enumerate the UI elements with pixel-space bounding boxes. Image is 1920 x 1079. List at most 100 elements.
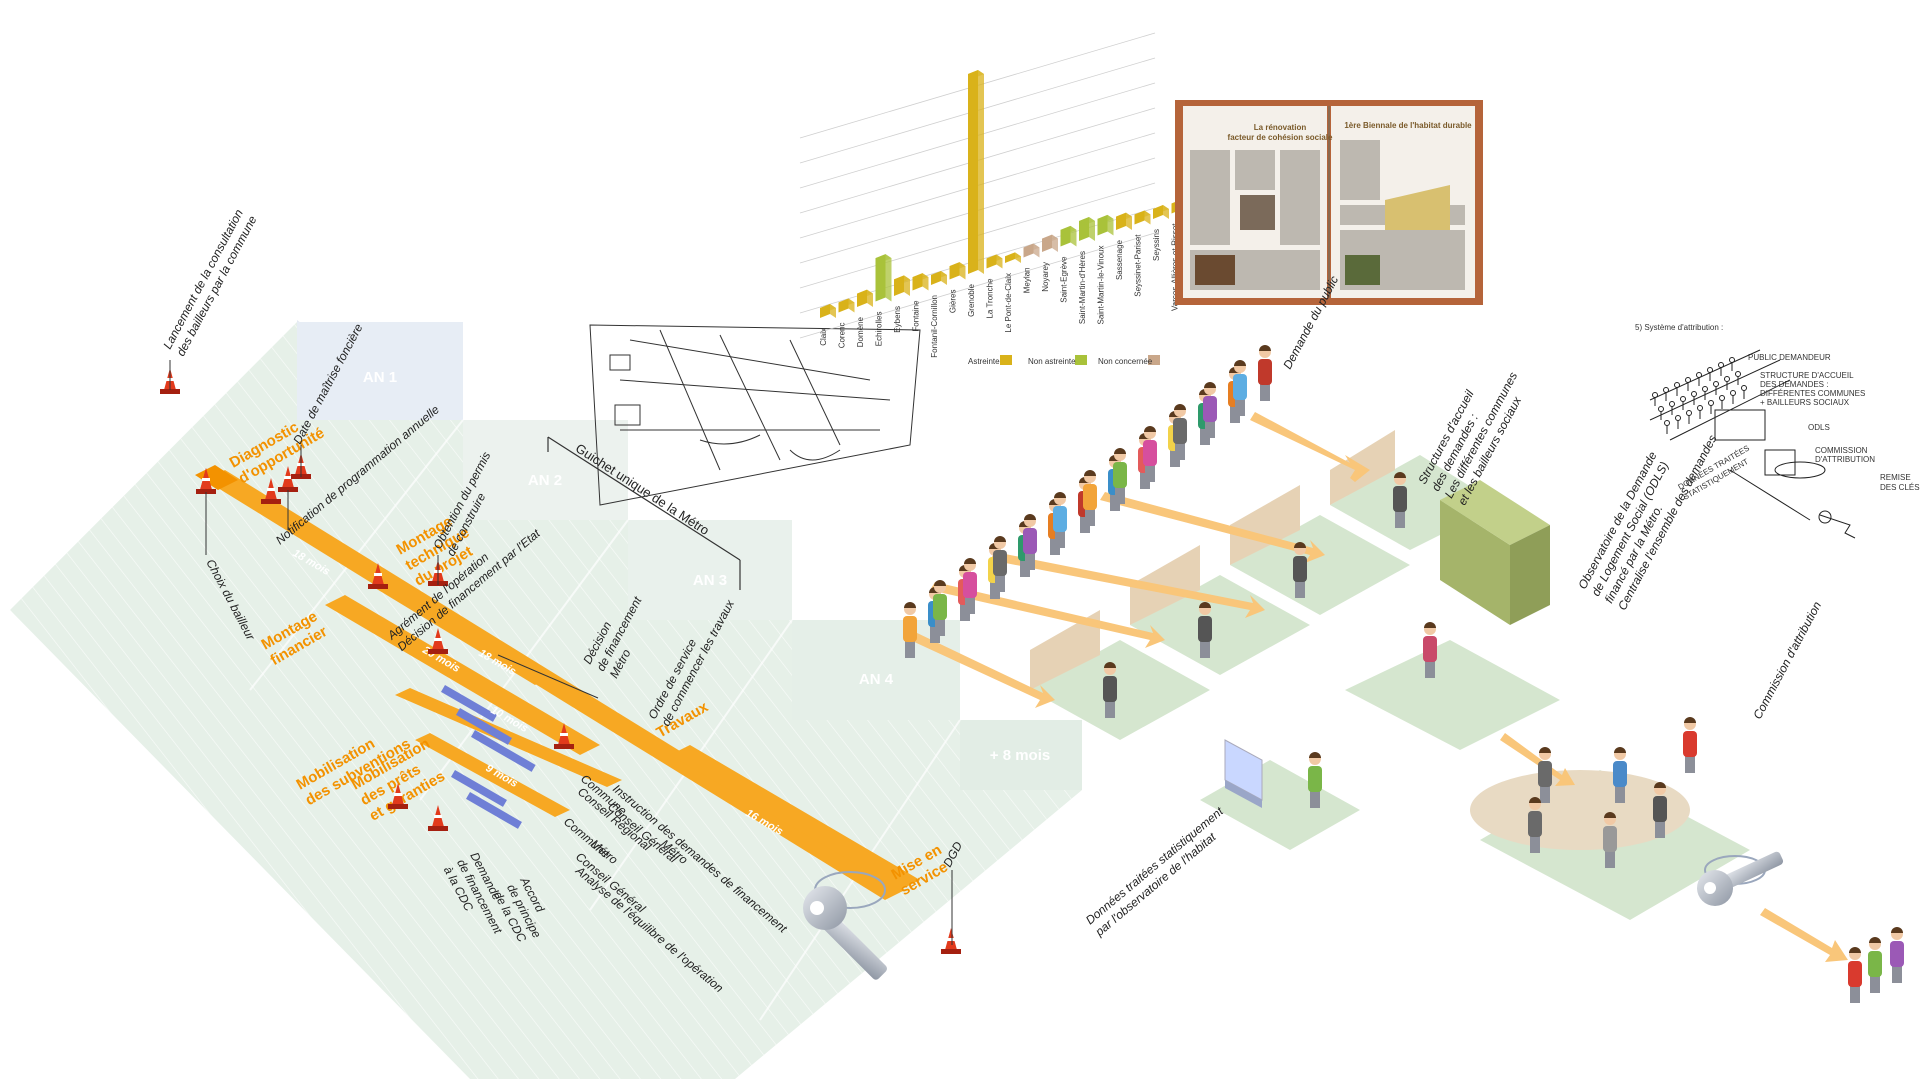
sketch-person-icon bbox=[1729, 357, 1735, 363]
legend-non-astreinte: Non astreinte bbox=[1028, 357, 1076, 366]
chart-bar bbox=[949, 262, 966, 280]
person-icon bbox=[1113, 448, 1127, 504]
chart-bars bbox=[820, 70, 1206, 318]
chart-category-label: Saint-Egrève bbox=[1060, 256, 1069, 303]
chart-category-label: Meylan bbox=[1023, 268, 1032, 294]
chart-bar bbox=[875, 254, 892, 302]
person-icon bbox=[963, 558, 977, 614]
chart-bar bbox=[1153, 205, 1169, 219]
sketch-person-icon bbox=[1669, 401, 1675, 407]
sketch2-title: 5) Système d'attribution : bbox=[1635, 323, 1723, 332]
label-donnees-2: par l'observatoire de l'habitat bbox=[1092, 830, 1219, 940]
legend-non-concernee: Non concernée bbox=[1098, 357, 1153, 366]
sketch-person-icon bbox=[1685, 377, 1691, 383]
sketch-person-icon bbox=[1697, 405, 1703, 411]
person-icon bbox=[1083, 470, 1097, 526]
chart-bar bbox=[1060, 225, 1077, 247]
sketch-person-icon bbox=[1674, 382, 1680, 388]
chart-category-label: Fontanil-Cornillon bbox=[930, 295, 939, 358]
magazine-left-title-1: La rénovation bbox=[1254, 123, 1307, 132]
chart-category-label: Seyssins bbox=[1152, 229, 1161, 261]
person-icon bbox=[1173, 404, 1187, 460]
person-icon bbox=[1890, 927, 1904, 983]
year-label-4: AN 4 bbox=[859, 671, 894, 688]
sketch-person-icon bbox=[1652, 392, 1658, 398]
sketch2-odls: ODLS bbox=[1808, 423, 1830, 432]
chart-bar bbox=[968, 70, 984, 274]
chart-bar bbox=[1042, 234, 1058, 252]
label-lancement-1: Lancement de la consultation bbox=[160, 207, 246, 352]
person-icon bbox=[1308, 752, 1322, 808]
shelf-cabinet bbox=[1440, 480, 1550, 625]
chart-category-label: Gières bbox=[949, 290, 958, 314]
sketch2-structure-4: + BAILLEURS SOCIAUX bbox=[1760, 398, 1850, 407]
person-icon bbox=[1653, 782, 1667, 838]
legend-swatch-non-concernee bbox=[1148, 355, 1160, 365]
sketch-person-icon bbox=[1675, 415, 1681, 421]
legend-swatch-astreinte bbox=[1000, 355, 1012, 365]
chart-bar bbox=[820, 304, 836, 318]
chart-bar bbox=[1134, 210, 1151, 225]
sketch2-commission-2: D'ATTRIBUTION bbox=[1815, 455, 1875, 464]
magazine-photo: La rénovation facteur de cohésion social… bbox=[1175, 100, 1483, 305]
sketch-person-icon bbox=[1718, 362, 1724, 368]
person-icon bbox=[1203, 382, 1217, 438]
chart-category-label: Fontaine bbox=[912, 300, 921, 332]
key-icon bbox=[803, 871, 887, 980]
milestone-cones bbox=[160, 368, 961, 954]
chart-category-label: Eybens bbox=[893, 306, 902, 333]
sketch2-commission-1: COMMISSION bbox=[1815, 446, 1868, 455]
chart-bar bbox=[986, 254, 1003, 269]
sketch-person-icon bbox=[1702, 386, 1708, 392]
chart-category-label: Grenoble bbox=[967, 283, 976, 316]
person-icon bbox=[1293, 542, 1307, 598]
allocation-flow bbox=[903, 345, 1904, 1003]
chart-category-label: Domène bbox=[856, 316, 865, 347]
person-icon bbox=[1143, 426, 1157, 482]
sketch2-structure-3: DIFFÉRENTES COMMUNES bbox=[1760, 389, 1865, 398]
sketch2-structure-2: DES DEMANDES : bbox=[1760, 380, 1828, 389]
chart-bar bbox=[838, 298, 855, 313]
sketch-person-icon bbox=[1730, 390, 1736, 396]
commission-table bbox=[1470, 770, 1690, 850]
chart-bar bbox=[1005, 252, 1021, 263]
person-icon bbox=[1258, 345, 1272, 401]
chart-category-label: La Tronche bbox=[986, 278, 995, 319]
person-icon bbox=[1103, 662, 1117, 718]
chart-category-label: Seyssinet-Pariset bbox=[1134, 234, 1143, 297]
sketch2-remise-1: REMISE bbox=[1880, 473, 1911, 482]
flow-arrows bbox=[910, 412, 1848, 962]
sketch-person-icon bbox=[1708, 400, 1714, 406]
person-icon bbox=[1393, 472, 1407, 528]
sketch-person-icon bbox=[1664, 420, 1670, 426]
sketch-person-icon bbox=[1707, 367, 1713, 373]
sketch-person-icon bbox=[1680, 396, 1686, 402]
person-icon bbox=[1613, 747, 1627, 803]
person-icon bbox=[903, 602, 917, 658]
chart-bar bbox=[857, 289, 873, 307]
chart-bar bbox=[912, 273, 929, 291]
label-commission: Commission d'attribution bbox=[1750, 599, 1824, 722]
sketch2-remise-2: DES CLÉS bbox=[1880, 483, 1920, 492]
sketch-person-icon bbox=[1658, 406, 1664, 412]
chart-category-label: Claix bbox=[819, 328, 828, 346]
sketch-person-icon bbox=[1724, 376, 1730, 382]
person-icon bbox=[1683, 717, 1697, 773]
chart-category-label: Saint-Martin-d'Hères bbox=[1078, 251, 1087, 324]
person-icon bbox=[1233, 360, 1247, 416]
year-label-3: AN 3 bbox=[693, 572, 727, 589]
sketch-person-icon bbox=[1713, 381, 1719, 387]
person-icon bbox=[1538, 747, 1552, 803]
chart-category-label: Sassenage bbox=[1115, 239, 1124, 280]
sketch2-public: PUBLIC DEMANDEUR bbox=[1748, 353, 1831, 362]
chart-gridline bbox=[799, 232, 1156, 339]
person-icon bbox=[1848, 947, 1862, 1003]
chart-category-label: Saint-Martin-le-Vinoux bbox=[1097, 246, 1106, 325]
queue-people bbox=[903, 345, 1904, 1003]
chart-bar bbox=[1023, 243, 1040, 258]
person-icon bbox=[1603, 812, 1617, 868]
sketch-person-icon bbox=[1741, 385, 1747, 391]
chart-category-label: Le Pont-de-Claix bbox=[1004, 273, 1013, 333]
